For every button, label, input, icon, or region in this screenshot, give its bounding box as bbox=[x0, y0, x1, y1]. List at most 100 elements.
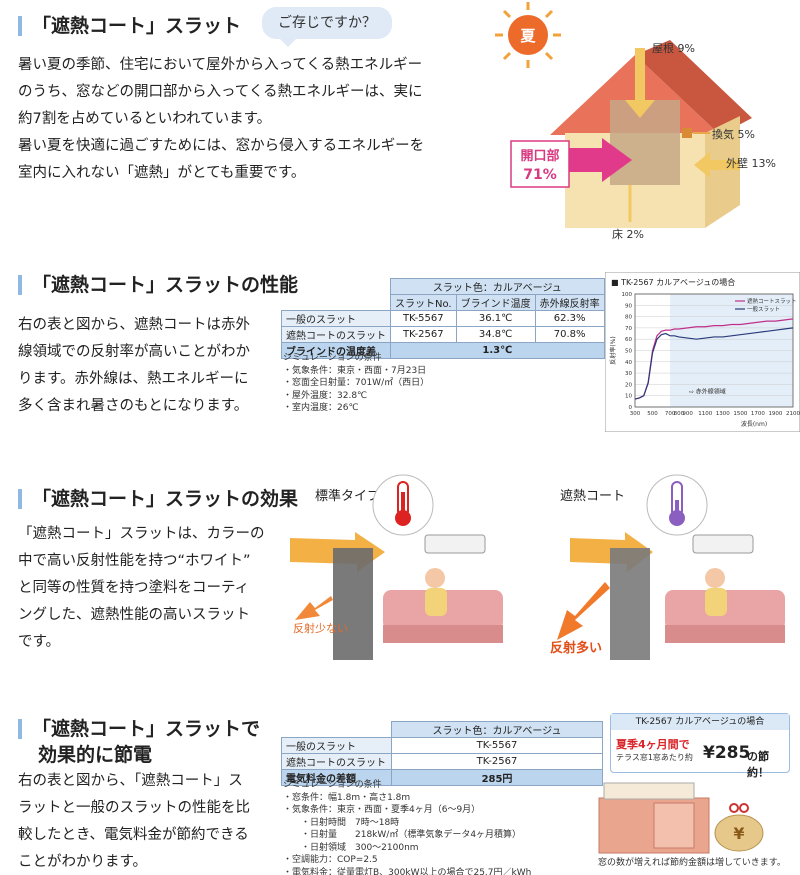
coin-purse-icon bbox=[714, 803, 764, 852]
condition-line: ・気象条件：東京・西面・夏季4ヶ月（6～9月） bbox=[283, 805, 481, 815]
section4-paragraph: 右の表と図から、「遮熱コート」スラットと一般のスラットの性能を比較したとき、電気… bbox=[18, 768, 250, 875]
performance-table: スラット色：カルアベージュ スラットNo. ブラインド温度 赤外線反射率 一般の… bbox=[281, 278, 605, 359]
paragraph-line: ングした、遮熱性能の高いスラット bbox=[18, 607, 250, 623]
table-row: 遮熱コートのスラット TK-2567 34.8℃ 70.8% bbox=[281, 326, 605, 343]
plot-area bbox=[634, 293, 794, 408]
x-tick-label: 800 bbox=[674, 411, 685, 417]
row-label: 遮熱コートのスラット bbox=[281, 326, 391, 343]
savings-callout: TK-2567 カルアベージュの場合 夏季4ヶ月間で テラス窓1窓あたり約 ¥2… bbox=[610, 713, 790, 779]
standard-type-label: 標準タイプ bbox=[315, 488, 380, 504]
conditions-title: シミュレーションの条件 bbox=[283, 353, 382, 363]
heat-coat-label: 遮熱コート bbox=[560, 488, 625, 504]
temp-diff-value: 1.3℃ bbox=[390, 342, 605, 359]
x-tick-label: 1700 bbox=[751, 411, 765, 417]
savings-period: 夏季4ヶ月間で bbox=[616, 738, 690, 751]
low-reflection-label: 反射少ない bbox=[293, 621, 348, 635]
cost-diff-label: 電気料金の差額 bbox=[281, 769, 392, 786]
row-label: 遮熱コートのスラット bbox=[281, 753, 392, 770]
thermometer-hot-icon bbox=[372, 474, 434, 536]
floor-label: 床 2% bbox=[612, 227, 644, 241]
table-row: 一般のスラット TK-5567 bbox=[281, 737, 603, 754]
vent-label: 換気 5% bbox=[712, 127, 755, 141]
paragraph-line: と同等の性質を持つ塗料をコーティ bbox=[18, 580, 250, 596]
savings-amount: ¥285 bbox=[703, 743, 751, 763]
opening-percent: 71% bbox=[523, 167, 557, 183]
yen-sign: ¥ bbox=[733, 824, 744, 843]
condition-line: ・窓面全日射量：701W/㎡（西日） bbox=[283, 378, 430, 388]
sun-label: 夏 bbox=[519, 27, 536, 45]
row-label: 一般のスラット bbox=[281, 737, 392, 754]
y-tick-label: 50 bbox=[625, 349, 632, 355]
condition-line: ・空調能力：COP=2.5 bbox=[283, 855, 378, 865]
paragraph-line: 右の表と図から、遮熱コートは赤外 bbox=[18, 317, 250, 333]
paragraph-line: 暑い夏を快適に過ごすためには、窓から侵入するエネルギーを bbox=[18, 138, 425, 154]
y-tick-label: 100 bbox=[622, 292, 633, 298]
y-tick-label: 90 bbox=[625, 303, 632, 309]
ir-reflect: 62.3% bbox=[534, 310, 605, 327]
x-tick-label: 1900 bbox=[768, 411, 782, 417]
section3-paragraph: 「遮熱コート」スラットは、カラーの中で高い反射性能を持つ“ホワイト” と同等の性質… bbox=[18, 521, 265, 656]
conditions-title: シミュレーションの条件 bbox=[283, 780, 382, 790]
paragraph-line: ります。赤外線は、熱エネルギーに bbox=[18, 371, 249, 387]
table-group-header: スラット色：カルアベージュ bbox=[390, 278, 605, 295]
paragraph-line: 室内に入れない「遮熱」がとても重要です。 bbox=[18, 165, 306, 181]
section1-heading: 「遮熱コート」スラット bbox=[18, 13, 241, 39]
temp-diff-label: ブラインドの温度差 bbox=[281, 342, 391, 359]
opening-label: 開口部 bbox=[520, 148, 559, 164]
section2-paragraph: 右の表と図から、遮熱コートは赤外線領域での反射率が高いことがわかります。赤外線は… bbox=[18, 312, 250, 420]
condition-line: ・日射量 218kW/㎡（標準気象データ4ヶ月積算） bbox=[283, 830, 522, 840]
table-row: 一般のスラット TK-5567 36.1℃ 62.3% bbox=[281, 310, 605, 327]
section4-conditions: シミュレーションの条件・窓条件：幅1.8m・高さ1.8m ・気象条件：東京・西面・… bbox=[283, 779, 531, 875]
effect-illustration: 標準タイプ 反射少ない 遮熱コート 反射多い bbox=[290, 474, 785, 660]
y-tick-label: 30 bbox=[625, 371, 632, 377]
x-tick-label: 300 bbox=[630, 411, 641, 417]
paragraph-line: のうち、窓などの開口部から入ってくる熱エネルギーは、実に bbox=[18, 84, 423, 100]
wall-label: 外壁 13% bbox=[726, 156, 776, 170]
savings-illustration: ¥ bbox=[598, 782, 764, 854]
reflectance-chart: ■ TK-2567 カルアベージュの場合01020304050607080901… bbox=[605, 272, 800, 432]
paragraph-line: ことがわかります。 bbox=[18, 854, 148, 870]
savings-per: テラス窓1窓あたり約 bbox=[616, 753, 693, 762]
series-line-2 bbox=[634, 327, 794, 400]
col-ir-reflect: 赤外線反射率 bbox=[534, 294, 605, 311]
paragraph-line: 約7割を占めているといわれています。 bbox=[18, 111, 272, 127]
condition-line: ・室内温度：26℃ bbox=[283, 403, 359, 413]
sun-icon bbox=[495, 2, 561, 68]
slat-no: TK-5567 bbox=[390, 310, 457, 327]
slat-no: TK-2567 bbox=[391, 753, 603, 770]
x-tick-label: 2100 bbox=[786, 411, 800, 417]
section4-heading-line2: 効果的に節電 bbox=[38, 744, 153, 766]
annotation-label: ⇨ 赤外線領域 bbox=[689, 387, 726, 395]
condition-line: ・窓条件：幅1.8m・高さ1.8m bbox=[283, 792, 411, 803]
y-tick-label: 70 bbox=[625, 326, 632, 332]
y-tick-label: 60 bbox=[625, 337, 632, 343]
paragraph-line: 「遮熱コート」スラットは、カラーの bbox=[18, 526, 265, 542]
high-reflection-label: 反射多い bbox=[550, 640, 602, 656]
y-tick-label: 20 bbox=[625, 382, 632, 388]
x-tick-label: 700 bbox=[665, 411, 676, 417]
table-group-header: スラット色：カルアベージュ bbox=[391, 721, 603, 738]
roof-label: 屋根 9% bbox=[652, 41, 695, 55]
section1-paragraph: 暑い夏の季節、住宅において屋外から入ってくる熱エネルギーのうち、窓などの開口部か… bbox=[18, 52, 424, 187]
blind-temp: 34.8℃ bbox=[455, 326, 536, 343]
row-label: 一般のスラット bbox=[281, 310, 391, 327]
paragraph-line: 較したとき、電気料金が節約できる bbox=[18, 827, 249, 843]
col-blind-temp: ブラインド温度 bbox=[455, 294, 536, 311]
condition-line: ・気象条件：東京・西面・7月23日 bbox=[283, 365, 427, 376]
slat-no: TK-5567 bbox=[391, 737, 603, 754]
x-tick-label: 1100 bbox=[698, 411, 712, 417]
legend-entry: 遮熱コートスラット bbox=[747, 297, 797, 305]
blind-temp: 36.1℃ bbox=[455, 310, 536, 327]
paragraph-line: 中で高い反射性能を持つ“ホワイト” bbox=[18, 553, 251, 569]
legend-entry: 一般スラット bbox=[747, 305, 780, 313]
condition-line: ・日射時間 7時～18時 bbox=[283, 817, 400, 828]
section3-heading: 「遮熱コート」スラットの効果 bbox=[18, 486, 298, 512]
section4-heading-line1: 「遮熱コート」スラットで bbox=[32, 718, 261, 740]
section2-conditions: シミュレーションの条件・気象条件：東京・西面・7月23日・窓面全日射量：701W… bbox=[283, 352, 429, 415]
section4-heading: 「遮熱コート」スラットで 効果的に節電 bbox=[18, 716, 260, 768]
x-tick-label: 1500 bbox=[733, 411, 747, 417]
paragraph-line: 多く含まれ暑さのもとになります。 bbox=[18, 398, 249, 414]
cost-diff-value: 285円 bbox=[391, 769, 603, 786]
y-axis-label: 反射率(%) bbox=[609, 336, 617, 364]
paragraph-line: 右の表と図から、「遮熱コート」ス bbox=[18, 773, 243, 789]
